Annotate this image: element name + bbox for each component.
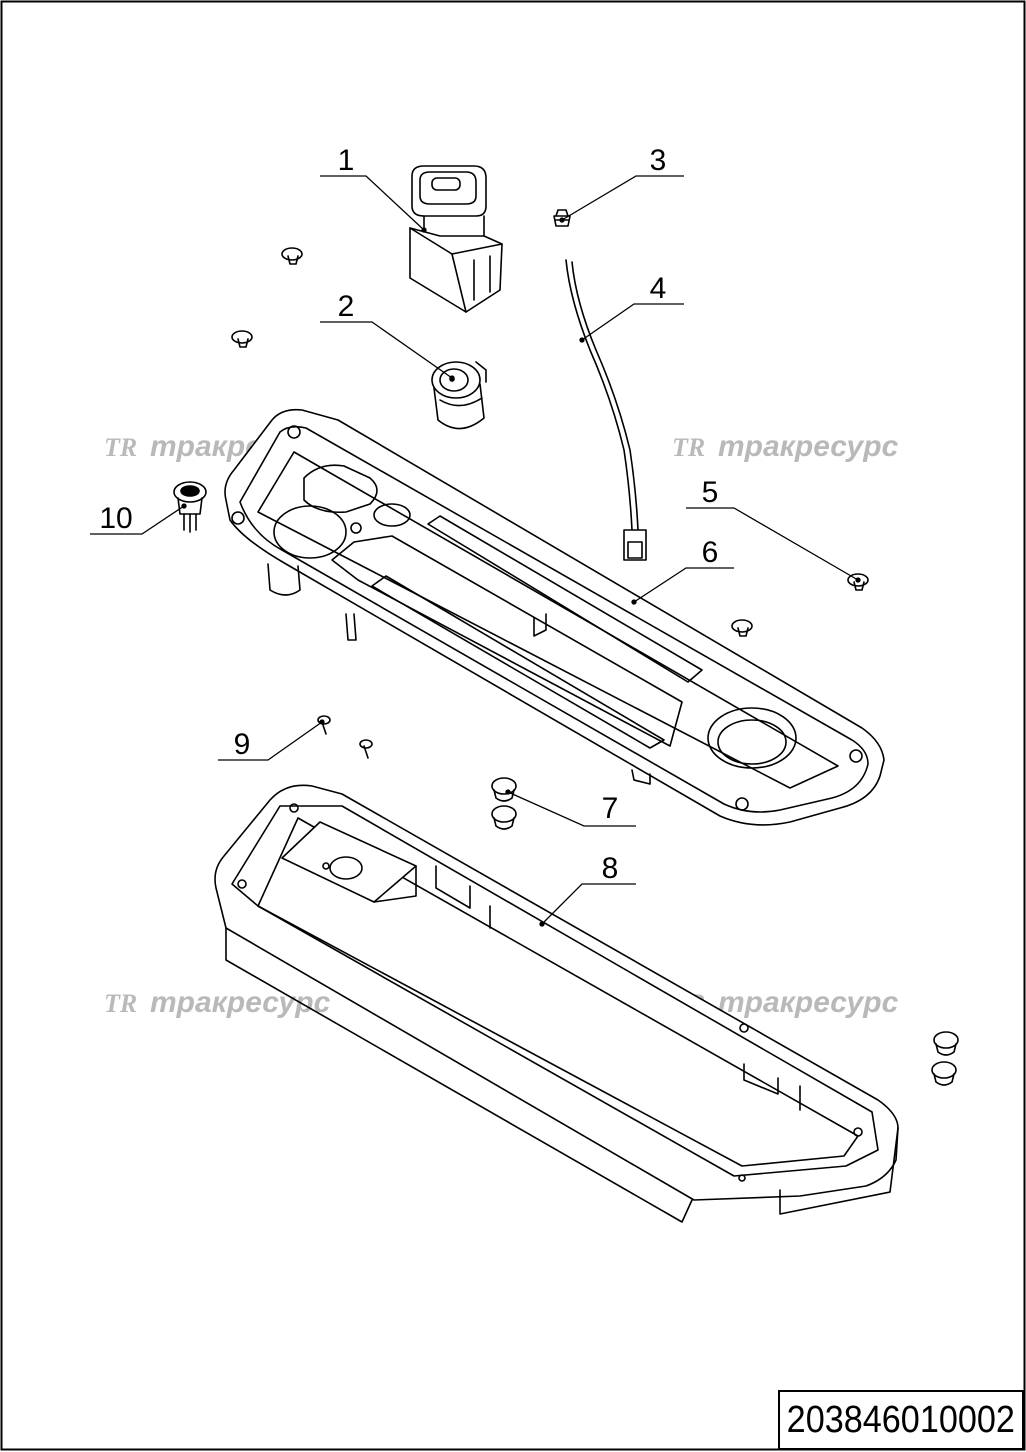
callout-6: 6	[702, 536, 719, 569]
watermark-bottom-left: TR тракресурс	[104, 986, 331, 1019]
watermark-logo: TR	[672, 433, 705, 462]
watermark-logo: TR	[104, 433, 137, 462]
part-8-mounting-frame	[214, 784, 899, 1223]
callout-7: 7	[602, 792, 619, 825]
callout-5: 5	[702, 476, 719, 509]
callout-1: 1	[338, 144, 355, 177]
callout-labels: 1 2 3 4 5 6 7 8 9 10	[99, 144, 718, 885]
part-9-screws	[317, 715, 373, 759]
watermark-text: тракресурс	[718, 430, 899, 463]
watermark-top-right: TR тракресурс	[672, 430, 899, 463]
callout-2: 2	[338, 290, 355, 323]
callout-9: 9	[234, 728, 251, 761]
callout-4: 4	[650, 272, 667, 305]
callout-10: 10	[99, 502, 132, 535]
callout-8: 8	[602, 852, 619, 885]
part-10-key-switch	[173, 481, 207, 533]
part-1-rocker-switch	[409, 165, 503, 313]
drawing-code-box: 203846010002	[778, 1390, 1024, 1450]
part-7-clips	[491, 777, 959, 1086]
part-6-console-tray	[224, 408, 885, 826]
watermark-text: тракресурс	[718, 986, 899, 1019]
watermark-text: тракресурс	[150, 986, 331, 1019]
callout-3: 3	[650, 144, 667, 177]
part-4-wire-harness	[565, 259, 647, 561]
part-2-power-socket	[431, 361, 487, 430]
watermark-logo: TR	[104, 989, 137, 1018]
drawing-code: 203846010002	[786, 1398, 1016, 1441]
watermark-bottom-right: TR тракресурс	[672, 986, 899, 1019]
